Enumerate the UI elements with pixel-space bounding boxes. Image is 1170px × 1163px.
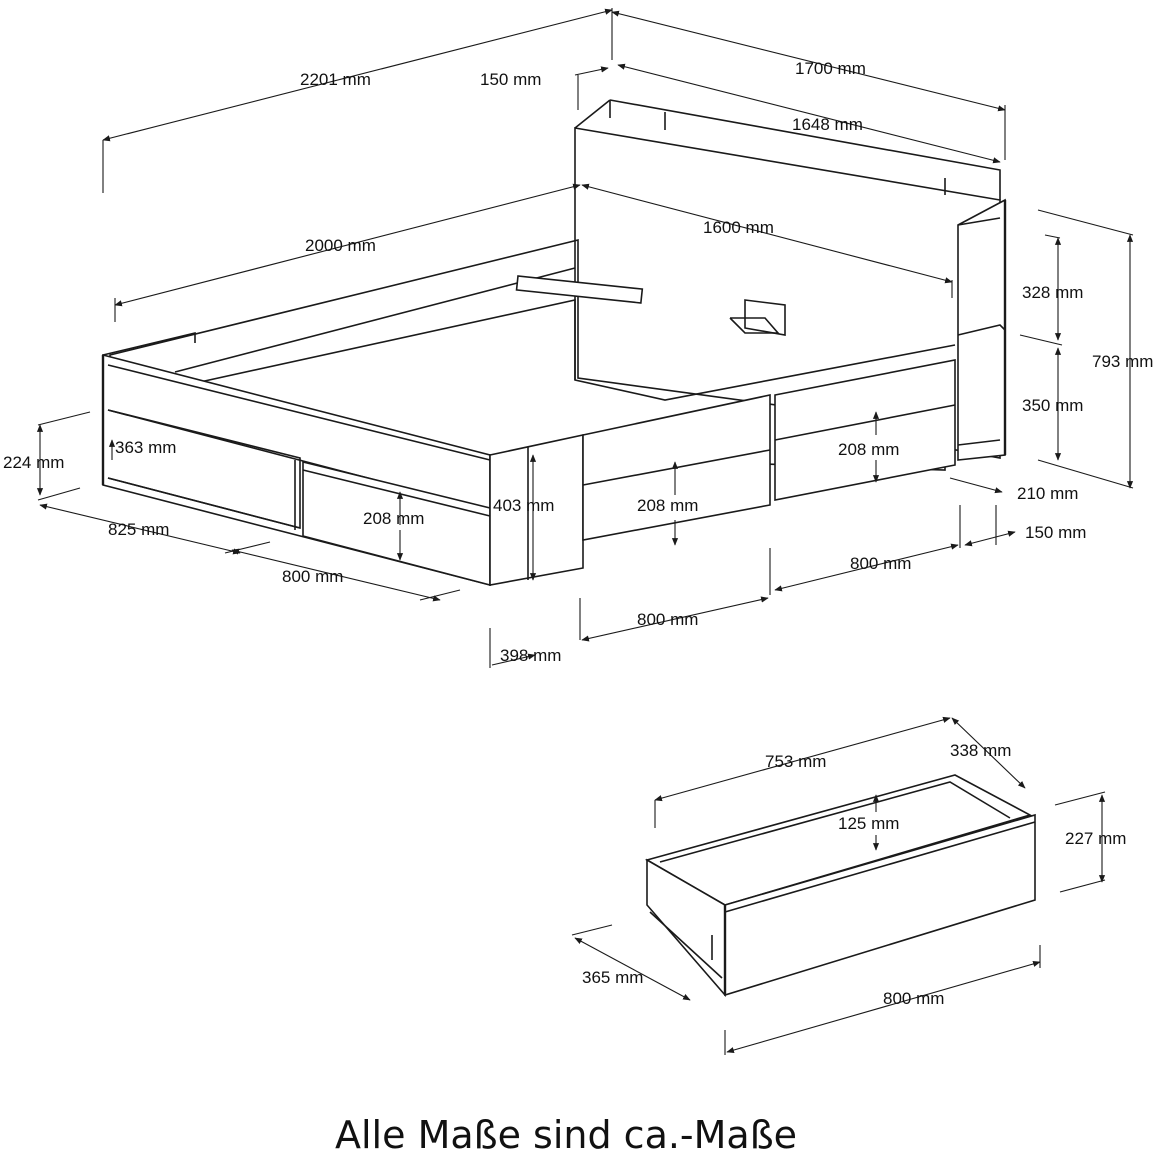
label-shelf-side-depth: 210 mm [1017, 484, 1078, 503]
label-drawer-front-left: 208 mm [363, 509, 424, 528]
foot-end-panel [489, 434, 584, 586]
label-drawer-width-front-mid: 800 mm [637, 610, 698, 629]
label-side-shelf-height: 224 mm [3, 453, 64, 472]
label-total-width: 1700 mm [795, 59, 866, 78]
label-headboard-width: 1648 mm [792, 115, 863, 134]
label-drawer-width-left: 800 mm [282, 567, 343, 586]
label-shelf-lower: 350 mm [1022, 396, 1083, 415]
label-bed-height: 403 mm [493, 496, 554, 515]
label-drawer-inner-height: 125 mm [838, 814, 899, 833]
label-shelf-side-offset: 150 mm [1025, 523, 1086, 542]
label-drawer-depth: 338 mm [950, 741, 1011, 760]
label-drawer-front-width: 800 mm [883, 989, 944, 1008]
label-mattress-width: 1600 mm [703, 218, 774, 237]
label-drawer-side-depth: 365 mm [582, 968, 643, 987]
label-shelf-upper: 328 mm [1022, 283, 1083, 302]
footer-caption: Alle Maße sind ca.-Maße [335, 1113, 797, 1157]
drawer-dimension-labels: 753 mm 338 mm 125 mm 227 mm 365 mm 800 m… [582, 741, 1126, 1008]
label-foot-end-width: 398 mm [500, 646, 561, 665]
label-side-shelf-depth: 363 mm [115, 438, 176, 457]
label-total-length: 2201 mm [300, 70, 371, 89]
drawer-outline [644, 774, 1036, 998]
drawer-front-right [774, 359, 956, 501]
label-headboard-depth: 150 mm [480, 70, 541, 89]
bed-dimension-lines [36, 8, 1134, 668]
label-side-shelf-width: 825 mm [108, 520, 169, 539]
label-drawer-front-height: 227 mm [1065, 829, 1126, 848]
label-drawer-width-front-right: 800 mm [850, 554, 911, 573]
label-drawer-front-mid: 208 mm [637, 496, 698, 515]
label-mattress-length: 2000 mm [305, 236, 376, 255]
bed-dimension-labels: 2201 mm 150 mm 1700 mm 1648 mm 2000 mm 1… [3, 59, 1153, 665]
label-drawer-inner-length: 753 mm [765, 752, 826, 771]
label-total-height: 793 mm [1092, 352, 1153, 371]
drawer-dimension-lines [571, 716, 1106, 1055]
label-drawer-front-right: 208 mm [838, 440, 899, 459]
